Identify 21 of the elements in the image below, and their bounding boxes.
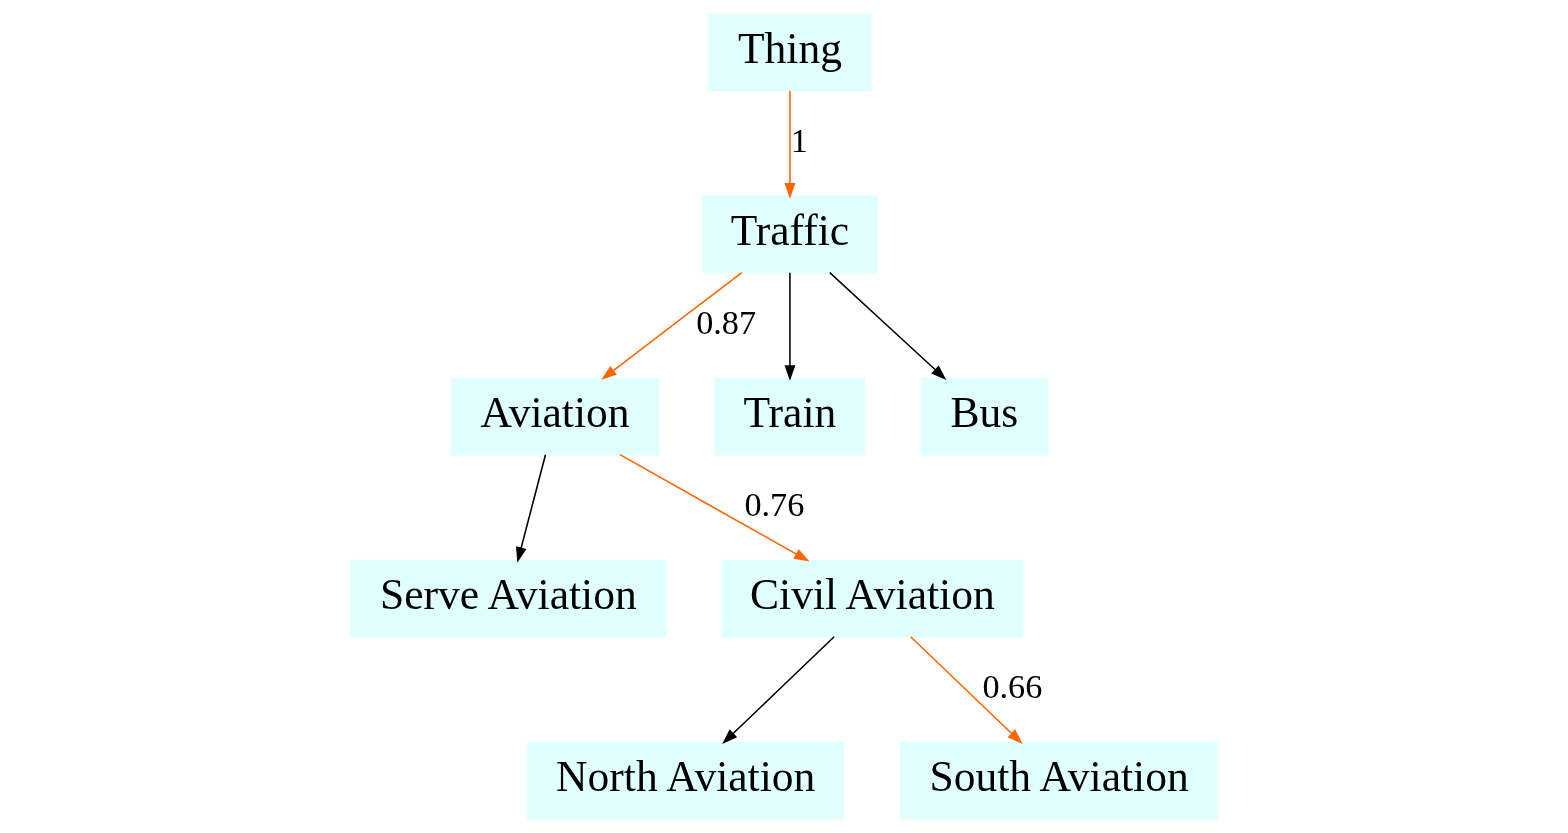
node-box: Bus xyxy=(920,377,1048,456)
edge-label: 0.76 xyxy=(743,486,804,524)
node-box: Train xyxy=(714,377,865,456)
arrow xyxy=(618,453,810,562)
node-box: Traffic xyxy=(701,195,878,274)
edge-label: 0.66 xyxy=(981,668,1042,706)
arrow xyxy=(515,453,546,563)
node-box: Civil Aviation xyxy=(721,559,1023,638)
arrow xyxy=(909,635,1023,745)
arrow xyxy=(828,271,946,380)
arrow xyxy=(784,271,795,381)
node-box: South Aviation xyxy=(899,741,1219,820)
edge-label: 0.87 xyxy=(695,304,756,342)
arrow xyxy=(784,89,795,199)
node-box: North Aviation xyxy=(526,741,844,820)
node-box: Serve Aviation xyxy=(349,559,666,638)
arrow xyxy=(721,635,835,745)
arrow xyxy=(600,271,743,380)
edge-label: 1 xyxy=(790,122,808,160)
node-box: Aviation xyxy=(450,377,659,456)
node-box: Thing xyxy=(707,13,872,92)
